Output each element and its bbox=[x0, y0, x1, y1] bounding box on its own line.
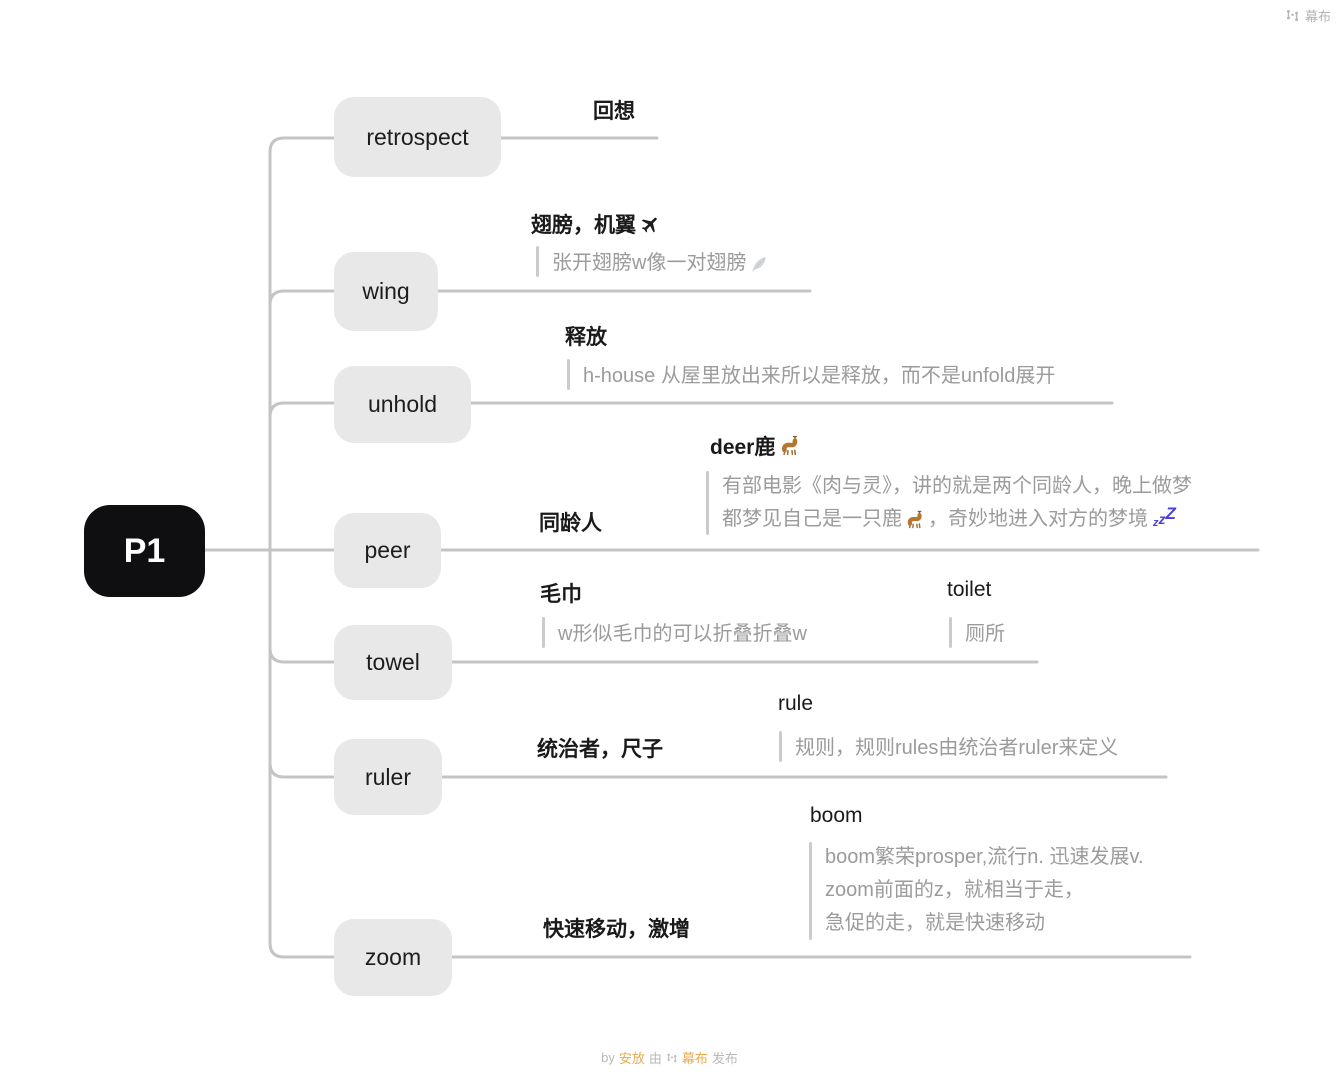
note-text-line1: boom繁荣prosper,流行n. 迅速发展v. bbox=[825, 846, 1144, 868]
note-text-line2a: 都梦见自己是一只鹿 bbox=[722, 508, 902, 530]
root-label: P1 bbox=[123, 531, 166, 570]
node-retrospect[interactable]: retrospect bbox=[334, 97, 501, 177]
note-bar bbox=[542, 617, 545, 648]
node-word: ruler bbox=[364, 763, 411, 790]
zzz-letter: z bbox=[1158, 511, 1166, 527]
note-text-line1: 有部电影《肉与灵》，讲的就是两个同龄人，晚上做梦 bbox=[722, 475, 1192, 497]
note-towel: w形似毛巾的可以折叠折叠w bbox=[558, 618, 807, 651]
topic-text: boom bbox=[810, 804, 863, 827]
node-word: wing bbox=[362, 278, 410, 304]
note-bar bbox=[779, 731, 782, 762]
mubu-logo-icon bbox=[666, 1052, 678, 1064]
note-bar bbox=[567, 359, 570, 390]
zzz-letter: Z bbox=[1165, 504, 1176, 523]
node-word: towel bbox=[366, 649, 420, 675]
note-text: 规则，规则rules由统治者ruler来定义 bbox=[795, 737, 1119, 759]
topic-text: 统治者，尺子 bbox=[537, 738, 663, 761]
topic-unhold-meaning[interactable]: 释放 bbox=[565, 321, 607, 351]
topic-boom[interactable]: boom bbox=[810, 804, 863, 828]
note-text: h-house 从屋里放出来所以是释放，而不是unfold展开 bbox=[583, 365, 1056, 387]
topic-text: 回想 bbox=[593, 100, 635, 123]
mubu-logo-icon bbox=[1285, 8, 1300, 23]
deer-icon bbox=[905, 510, 925, 530]
root-node-p1[interactable]: P1 bbox=[84, 505, 205, 597]
note-text-line2: zoom前面的z，就相当于走， bbox=[825, 879, 1084, 901]
topic-text: rule bbox=[778, 692, 814, 715]
topic-ruler-meaning[interactable]: 统治者，尺子 bbox=[537, 733, 663, 763]
footer-via: 由 bbox=[648, 1051, 662, 1066]
airplane-icon bbox=[640, 214, 661, 235]
note-bar bbox=[949, 617, 952, 648]
deer-icon bbox=[779, 435, 801, 457]
footer-brand-link[interactable]: 幕布 bbox=[681, 1051, 708, 1066]
footer-author-link[interactable]: 安放 bbox=[618, 1051, 645, 1066]
node-word: zoom bbox=[364, 944, 422, 970]
footer: by 安放 由 幕布 发布 bbox=[0, 1048, 1339, 1067]
note-text: w形似毛巾的可以折叠折叠w bbox=[558, 623, 807, 645]
note-toilet: 厕所 bbox=[965, 618, 1005, 651]
note-text: 张开翅膀w像一对翅膀 bbox=[552, 252, 747, 274]
note-bar bbox=[706, 471, 709, 535]
note-text-line2b: ，奇妙地进入对方的梦境 bbox=[928, 508, 1148, 530]
topic-retrospect-meaning[interactable]: 回想 bbox=[593, 95, 635, 125]
note-text-line3: 急促的走，就是快速移动 bbox=[825, 912, 1045, 934]
node-word: retrospect bbox=[366, 123, 469, 150]
topic-text: 快速移动，激增 bbox=[543, 918, 690, 941]
topic-text: toilet bbox=[947, 578, 992, 601]
topic-deer[interactable]: deer鹿 bbox=[710, 431, 801, 461]
footer-by: by bbox=[601, 1050, 615, 1065]
note-rule: 规则，规则rules由统治者ruler来定义 bbox=[795, 732, 1118, 765]
watermark-brand: 幕布 bbox=[1285, 6, 1331, 25]
node-word: peer bbox=[364, 537, 411, 563]
node-word: unhold bbox=[367, 391, 438, 417]
topic-toilet[interactable]: toilet bbox=[947, 578, 991, 602]
note-text: 厕所 bbox=[965, 623, 1005, 645]
note-bar bbox=[809, 842, 812, 940]
zzz-letter: z bbox=[1153, 517, 1159, 529]
note-deer: 有部电影《肉与灵》，讲的就是两个同龄人，晚上做梦 都梦见自己是一只鹿 ，奇妙地进… bbox=[722, 470, 1192, 536]
topic-text: 毛巾 bbox=[540, 583, 582, 606]
topic-text: 释放 bbox=[565, 326, 607, 349]
node-towel[interactable]: towel bbox=[334, 625, 452, 700]
topic-peer-meaning[interactable]: 同龄人 bbox=[539, 507, 602, 537]
topic-towel-meaning[interactable]: 毛巾 bbox=[540, 578, 582, 608]
node-unhold[interactable]: unhold bbox=[334, 366, 471, 443]
zzz-icon: z z Z bbox=[1153, 505, 1176, 529]
topic-zoom-meaning[interactable]: 快速移动，激增 bbox=[543, 913, 690, 943]
note-unhold: h-house 从屋里放出来所以是释放，而不是unfold展开 bbox=[583, 360, 1055, 393]
topic-text: 翅膀，机翼 bbox=[531, 214, 636, 237]
topic-text: 同龄人 bbox=[539, 512, 602, 535]
node-peer[interactable]: peer bbox=[334, 513, 441, 588]
feather-icon bbox=[749, 254, 769, 274]
node-wing[interactable]: wing bbox=[334, 252, 438, 331]
node-zoom[interactable]: zoom bbox=[334, 919, 452, 996]
footer-publish: 发布 bbox=[711, 1051, 738, 1066]
watermark-text: 幕布 bbox=[1304, 9, 1331, 24]
topic-rule[interactable]: rule bbox=[778, 692, 813, 716]
note-bar bbox=[536, 246, 539, 277]
topic-wing-meaning[interactable]: 翅膀，机翼 bbox=[531, 209, 661, 239]
node-ruler[interactable]: ruler bbox=[334, 739, 442, 815]
note-boom: boom繁荣prosper,流行n. 迅速发展v. zoom前面的z，就相当于走… bbox=[825, 841, 1144, 940]
topic-text: deer鹿 bbox=[710, 436, 776, 459]
note-wing: 张开翅膀w像一对翅膀 bbox=[552, 247, 769, 280]
